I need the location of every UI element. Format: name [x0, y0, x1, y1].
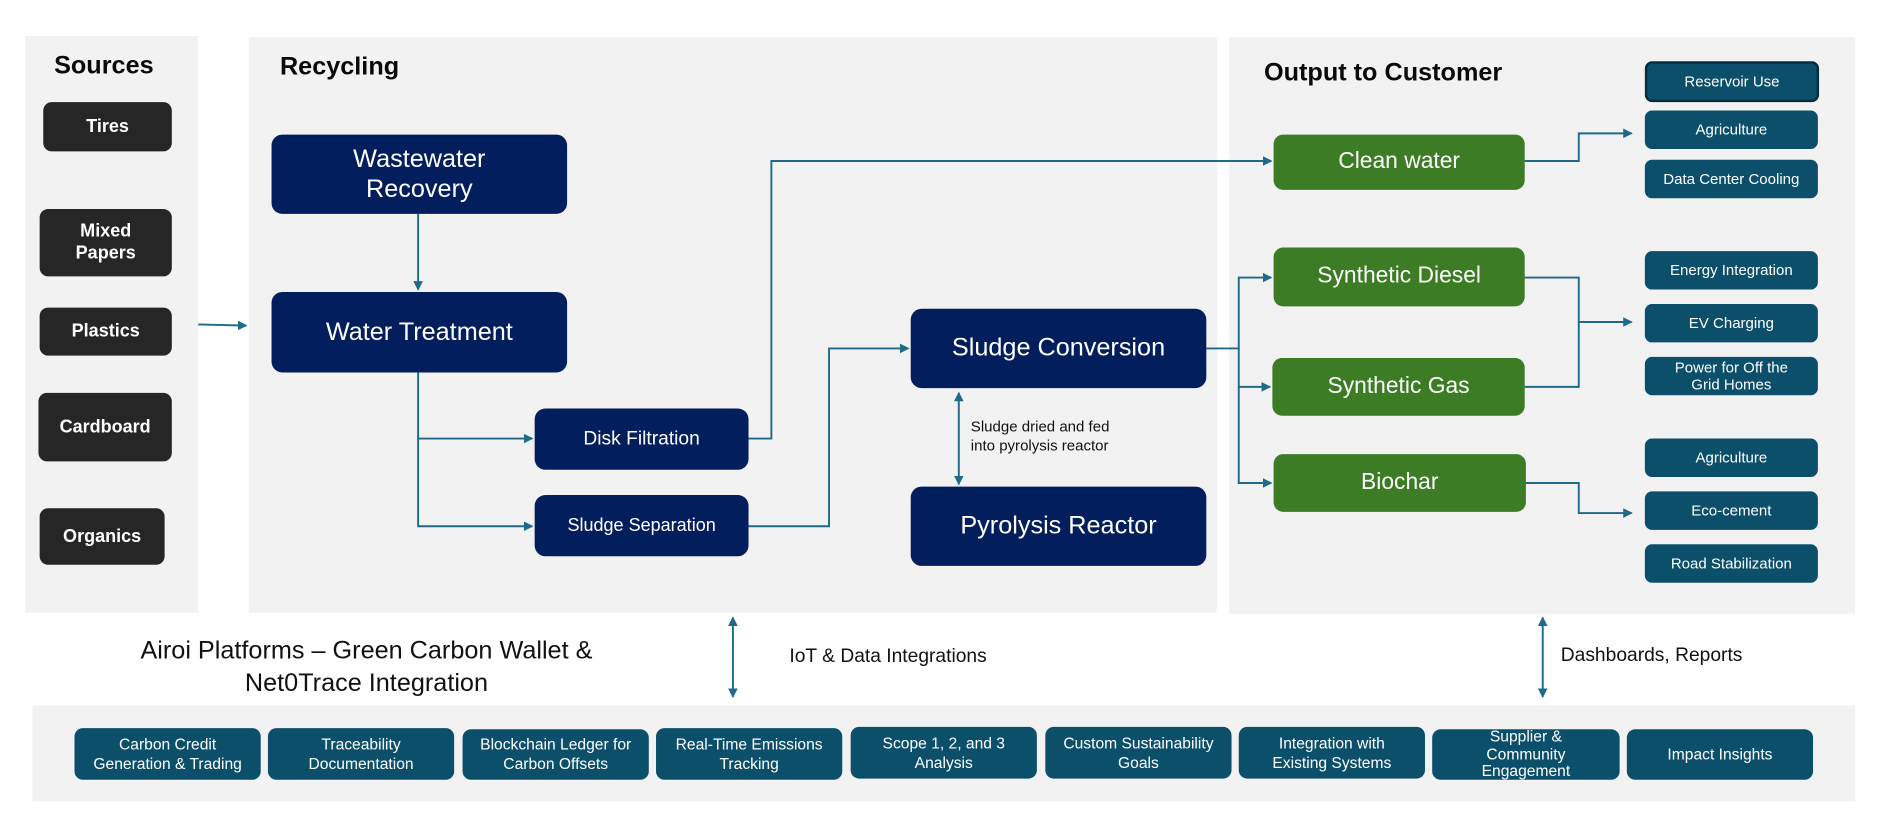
use-off-grid-power[interactable]: Power for Off the Grid Homes — [1644, 356, 1818, 396]
feature-emissions-tracking[interactable]: Real-Time Emissions Tracking — [656, 728, 843, 780]
use-reservoir[interactable]: Reservoir Use — [1644, 61, 1820, 103]
step-pyrolysis-reactor[interactable]: Pyrolysis Reactor — [910, 486, 1207, 566]
use-agriculture-water[interactable]: Agriculture — [1644, 110, 1818, 149]
use-energy-integration[interactable]: Energy Integration — [1644, 251, 1818, 290]
product-biochar[interactable]: Biochar — [1273, 454, 1526, 512]
pyrolysis-note: Sludge dried and fed into pyrolysis reac… — [970, 418, 1110, 455]
product-clean-water[interactable]: Clean water — [1273, 134, 1525, 190]
step-sludge-conversion[interactable]: Sludge Conversion — [910, 308, 1207, 389]
step-sludge-separation[interactable]: Sludge Separation — [534, 495, 749, 557]
feature-carbon-credit[interactable]: Carbon Credit Generation & Trading — [74, 728, 261, 780]
step-wastewater-recovery[interactable]: Wastewater Recovery — [271, 134, 568, 214]
feature-traceability[interactable]: Traceability Documentation — [267, 728, 455, 780]
dashboards-label: Dashboards, Reports — [1560, 645, 1743, 666]
use-agriculture-biochar[interactable]: Agriculture — [1644, 438, 1818, 477]
step-disk-filtration[interactable]: Disk Filtration — [534, 408, 749, 470]
recycling-heading: Recycling — [279, 52, 400, 81]
source-plastics[interactable]: Plastics — [39, 307, 172, 356]
step-water-treatment[interactable]: Water Treatment — [271, 291, 568, 373]
use-road-stabilization[interactable]: Road Stabilization — [1644, 544, 1818, 583]
source-cardboard[interactable]: Cardboard — [38, 392, 172, 462]
source-tires[interactable]: Tires — [43, 102, 172, 152]
feature-impact-insights[interactable]: Impact Insights — [1626, 729, 1814, 780]
iot-label: IoT & Data Integrations — [789, 646, 987, 667]
platform-title: Airoi Platforms – Green Carbon Wallet & … — [140, 636, 593, 698]
sources-heading: Sources — [54, 51, 154, 80]
feature-sustainability-goals[interactable]: Custom Sustainability Goals — [1045, 726, 1232, 779]
use-ev-charging[interactable]: EV Charging — [1644, 303, 1818, 343]
use-eco-cement[interactable]: Eco-cement — [1644, 491, 1818, 530]
output-heading: Output to Customer — [1263, 58, 1503, 87]
product-synthetic-gas[interactable]: Synthetic Gas — [1272, 358, 1525, 416]
source-mixed-papers[interactable]: Mixed Papers — [39, 209, 172, 277]
feature-blockchain-ledger[interactable]: Blockchain Ledger for Carbon Offsets — [462, 729, 649, 780]
source-organics[interactable]: Organics — [39, 508, 165, 565]
use-data-center-cooling[interactable]: Data Center Cooling — [1644, 159, 1818, 199]
feature-supplier-engagement[interactable]: Supplier & Community Engagement — [1432, 729, 1620, 780]
feature-scope-analysis[interactable]: Scope 1, 2, and 3 Analysis — [850, 726, 1037, 779]
arrow-sources-to-water-treatment — [198, 320, 248, 331]
product-synthetic-diesel[interactable]: Synthetic Diesel — [1273, 247, 1525, 307]
feature-system-integration[interactable]: Integration with Existing Systems — [1238, 726, 1425, 779]
